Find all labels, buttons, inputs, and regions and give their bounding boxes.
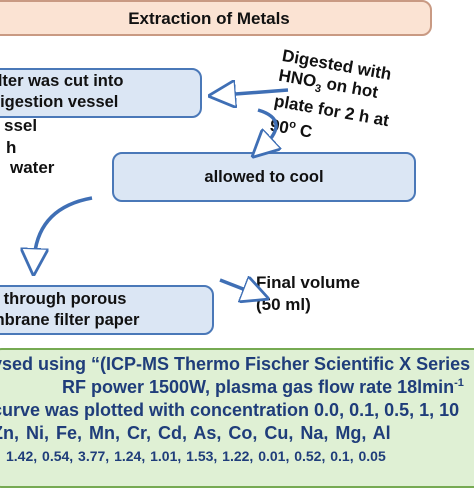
dilution-note: ssel h water xyxy=(0,116,54,178)
title-text: Extraction of Metals xyxy=(128,9,290,28)
arrow-to-filter xyxy=(34,196,93,262)
step-filter-line1: ter through porous xyxy=(0,290,127,308)
final-line1: Final volume xyxy=(256,273,360,292)
analysis-values: 1.42, 0.54, 3.77, 1.24, 1.01, 1.53, 1.22… xyxy=(6,448,386,464)
dilution-line3: water xyxy=(10,158,55,177)
dilution-line1: ssel xyxy=(4,116,38,135)
step-cut-line2: digestion vessel xyxy=(0,93,119,111)
step-filter: ter through porous mbrane filter paper xyxy=(0,285,214,335)
arrow-to-cool xyxy=(258,108,276,148)
analysis-line3: curve was plotted with concentration 0.0… xyxy=(0,400,460,420)
step-cut-line1: s filter was cut into xyxy=(0,72,124,90)
flow-arrows xyxy=(0,0,289,474)
dilution-line2: h xyxy=(6,138,17,157)
title-box: Extraction of Metals xyxy=(0,0,432,36)
analysis-line2: RF power 1500W, plasma gas flow rate 18l… xyxy=(62,377,464,397)
step-cut-filter: s filter was cut into digestion vessel xyxy=(0,68,202,118)
analysis-elements: Zn, Ni, Fe, Mn, Cr, Cd, As, Co, Cu, Na, … xyxy=(0,423,391,443)
arrow-to-final-volume xyxy=(219,280,256,294)
analysis-line1: ysed using “(ICP-MS Thermo Fischer Scien… xyxy=(0,354,471,374)
arrow-to-vessel xyxy=(222,90,289,95)
step-cool-text: allowed to cool xyxy=(204,168,324,186)
step-filter-line2: mbrane filter paper xyxy=(0,311,140,329)
analysis-box: ysed using “(ICP-MS Thermo Fischer Scien… xyxy=(0,348,474,488)
